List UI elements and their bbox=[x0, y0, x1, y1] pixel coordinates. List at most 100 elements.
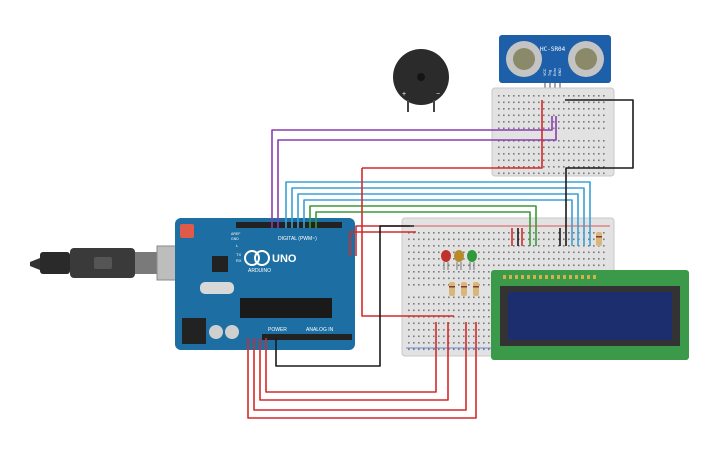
breadboard-hole bbox=[438, 322, 440, 325]
breadboard-hole bbox=[488, 271, 490, 273]
led-green[interactable] bbox=[467, 250, 477, 270]
resistor-2[interactable] bbox=[461, 282, 467, 296]
breadboard-hole bbox=[523, 121, 525, 123]
breadboard-hole bbox=[458, 329, 460, 331]
small-breadboard[interactable] bbox=[491, 87, 615, 177]
lcd-pin bbox=[503, 275, 506, 279]
breadboard-hole bbox=[538, 153, 540, 155]
breadboard-hole bbox=[508, 127, 510, 130]
breadboard-hole bbox=[553, 146, 555, 149]
breadboard-hole bbox=[603, 108, 605, 110]
breadboard-hole bbox=[498, 127, 500, 130]
breadboard-hole bbox=[433, 342, 435, 344]
sensor-pin-vcc: VCC bbox=[543, 68, 547, 76]
breadboard-hole bbox=[568, 172, 570, 175]
breadboard-hole bbox=[598, 146, 600, 149]
breadboard-hole bbox=[538, 172, 540, 175]
breadboard-hole bbox=[518, 172, 520, 175]
breadboard-hole bbox=[433, 348, 435, 351]
breadboard-hole bbox=[488, 335, 490, 338]
breadboard-hole bbox=[593, 95, 595, 97]
breadboard-hole bbox=[533, 108, 535, 110]
breadboard-hole bbox=[438, 296, 440, 299]
breadboard-hole bbox=[588, 258, 590, 260]
breadboard-hole bbox=[533, 101, 535, 104]
resistor-3[interactable] bbox=[473, 282, 479, 296]
breadboard-hole bbox=[413, 251, 415, 254]
breadboard-hole bbox=[503, 121, 505, 123]
breadboard-hole bbox=[498, 153, 500, 155]
breadboard-hole bbox=[458, 316, 460, 318]
breadboard-hole bbox=[593, 232, 595, 234]
breadboard-hole bbox=[513, 127, 515, 130]
breadboard-hole bbox=[588, 232, 590, 234]
breadboard-hole bbox=[563, 127, 565, 130]
breadboard-hole bbox=[568, 121, 570, 123]
breadboard-hole bbox=[413, 329, 415, 331]
lcd-16x2[interactable] bbox=[491, 270, 689, 360]
breadboard-hole bbox=[538, 166, 540, 168]
breadboard-hole bbox=[578, 108, 580, 110]
breadboard-hole bbox=[478, 316, 480, 318]
breadboard-hole bbox=[573, 121, 575, 123]
breadboard-hole bbox=[483, 316, 485, 318]
breadboard-hole bbox=[488, 296, 490, 299]
resistor-4[interactable] bbox=[596, 232, 602, 246]
breadboard-hole bbox=[558, 127, 560, 130]
breadboard-hole bbox=[603, 95, 605, 97]
breadboard-hole bbox=[553, 264, 555, 267]
breadboard-hole bbox=[428, 296, 430, 299]
breadboard-hole bbox=[503, 172, 505, 175]
breadboard-hole bbox=[438, 309, 440, 312]
breadboard-hole bbox=[523, 245, 525, 247]
buzzer-minus: − bbox=[436, 91, 440, 98]
breadboard-hole bbox=[453, 258, 455, 260]
breadboard-hole bbox=[603, 172, 605, 175]
led-yellow[interactable] bbox=[454, 250, 464, 270]
breadboard-hole bbox=[598, 251, 600, 254]
breadboard-hole bbox=[433, 271, 435, 273]
breadboard-hole bbox=[503, 264, 505, 267]
breadboard-hole bbox=[453, 251, 455, 254]
breadboard-hole bbox=[483, 329, 485, 331]
piezo-buzzer[interactable]: + − bbox=[393, 49, 449, 112]
breadboard-hole bbox=[418, 342, 420, 344]
breadboard-hole bbox=[418, 271, 420, 273]
breadboard-hole bbox=[463, 264, 465, 267]
lcd-pin bbox=[593, 275, 596, 279]
wire-purple-1 bbox=[271, 116, 553, 228]
breadboard-hole bbox=[533, 172, 535, 175]
breadboard-hole bbox=[503, 159, 505, 162]
hc-sr04-sensor[interactable]: HC-SR04 VCC Trig Echo GND bbox=[499, 35, 611, 92]
breadboard-hole bbox=[548, 108, 550, 110]
breadboard-hole bbox=[603, 245, 605, 247]
breadboard-hole bbox=[573, 114, 575, 117]
breadboard-hole bbox=[483, 258, 485, 260]
breadboard-hole bbox=[598, 140, 600, 142]
breadboard-hole bbox=[438, 264, 440, 267]
breadboard-hole bbox=[553, 245, 555, 247]
power-label: POWER bbox=[268, 327, 287, 333]
sensor-pin-gnd: GND bbox=[558, 68, 562, 76]
breadboard-hole bbox=[423, 238, 425, 241]
breadboard-hole bbox=[423, 322, 425, 325]
breadboard-hole bbox=[513, 172, 515, 175]
breadboard-hole bbox=[408, 322, 410, 325]
breadboard-hole bbox=[423, 284, 425, 286]
sensor-name: HC-SR04 bbox=[540, 46, 566, 53]
breadboard-hole bbox=[553, 258, 555, 260]
breadboard-hole bbox=[598, 108, 600, 110]
breadboard-hole bbox=[433, 335, 435, 338]
wire-blue-1 bbox=[285, 181, 591, 246]
breadboard-hole bbox=[478, 238, 480, 241]
breadboard-hole bbox=[408, 238, 410, 241]
breadboard-hole bbox=[558, 232, 560, 234]
breadboard-hole bbox=[543, 127, 545, 130]
arduino-uno-board[interactable]: UNO ARDUINO DIGITAL (PWM~) POWER ANALOG … bbox=[175, 218, 355, 350]
breadboard-hole bbox=[603, 114, 605, 117]
led-red[interactable] bbox=[441, 250, 451, 270]
breadboard-hole bbox=[603, 251, 605, 254]
breadboard-hole bbox=[588, 251, 590, 254]
lcd-pin-header bbox=[503, 275, 596, 279]
resistor-1[interactable] bbox=[449, 282, 455, 296]
